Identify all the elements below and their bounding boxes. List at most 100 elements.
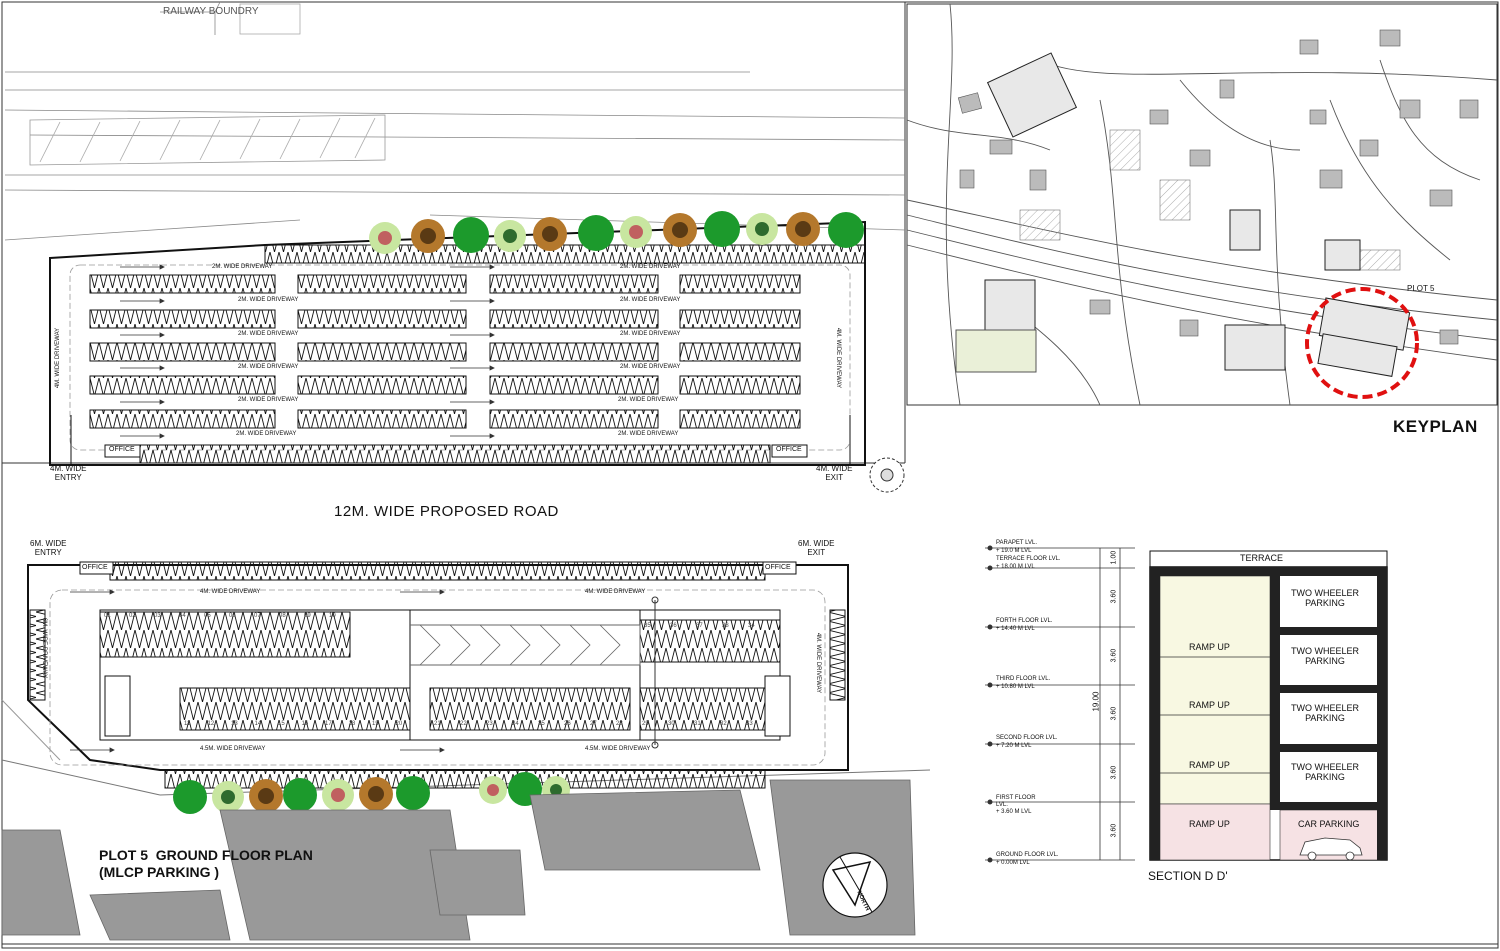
keyplan-title: KEYPLAN [1393,417,1478,436]
bay-number: 25 [538,721,545,727]
bottom-building-outline [1,564,931,796]
bay-number: 06 [229,613,236,619]
level-value: + 10.80 M LVL [996,684,1035,690]
driveway-label: 2M. WIDE DRIVEWAY [238,331,299,337]
vertical-driveway-label: 4M. WIDE DRIVEWAY [815,632,822,694]
office-label: OFFICE [82,564,108,571]
bay-number: 35 [644,623,651,629]
level-value: + 14.40 M LVL [996,626,1035,632]
terrace-label: TERRACE [1240,553,1284,563]
bay-number: 32 [720,721,727,727]
bay-number: 36 [670,623,677,629]
bay-number: 27 [590,721,597,727]
driveway-label: 4M. WIDE DRIVEWAY [585,589,646,595]
driveway-label: 2M. WIDE DRIVEWAY [620,264,681,270]
exit-label: 6M. WIDE EXIT [798,539,835,557]
total-height: 19.00 [1091,691,1101,712]
two-wheeler-label: TWO WHEELER PARKING [1291,762,1360,782]
entry-label: 6M. WIDE ENTRY [30,539,67,557]
bay-number: 34 [748,623,755,629]
bottom-trees [173,772,570,814]
floor-height: 1.00 [1110,550,1118,565]
bay-number: 04 [179,613,186,619]
bay-number: 09 [304,613,311,619]
office-label: OFFICE [109,446,135,453]
bay-number: 18 [348,721,356,727]
level-value: + 0.00M LVL [996,860,1030,866]
bay-number: 23 [486,721,493,727]
level-value: + 18.00 M LVL [996,564,1035,570]
section-title: SECTION D D' [1148,869,1228,883]
bay-number: 01 [104,613,111,619]
level-name: FIRST FLOOR LVL. [996,795,1036,808]
driveway-label: 4M. WIDE DRIVEWAY [200,589,261,595]
bay-number: 29 [642,721,649,727]
bay-number: 13 [231,721,238,727]
office-label: OFFICE [776,446,802,453]
bay-number: 14 [254,721,262,727]
bay-number: 08 [279,613,286,619]
bay-number: 11 [184,721,191,727]
bay-numbers: 35 36 37 38 34 [644,623,774,631]
exit-label: 4M. WIDE EXIT [816,464,853,482]
two-wheeler-label: TWO WHEELER PARKING [1291,703,1360,723]
driveway-label: 4.5M. WIDE DRIVEWAY [585,746,651,752]
bay-number: 02 [129,613,136,619]
bay-number: 07 [254,613,261,619]
railway-hatch [39,117,376,163]
bay-number: 38 [722,623,729,629]
level-value: + 7.20 M LVL [996,743,1032,749]
bay-number: 10 [329,613,336,619]
driveway-label: 2M. WIDE DRIVEWAY [238,364,299,370]
bay-number: 17 [325,721,332,727]
keyplan-map [906,3,1498,406]
office-label: OFFICE [765,564,791,571]
bay-number: 15 [278,721,285,727]
plot-label: PLOT 5 [1407,284,1435,293]
north-arrow [822,852,888,918]
driveway-label: 2M. WIDE DRIVEWAY [618,431,679,437]
bay-number: 16 [301,721,309,727]
vertical-driveway-label: 6M. WIDE DRIVEWAY [41,617,48,679]
bay-number: 12 [207,721,215,727]
bay-number: 19 [372,721,379,727]
vertical-driveway-label: 4M. WIDE DRIVEWAY [55,327,62,389]
level-name: PARAPET LVL. [996,540,1038,546]
bay-number: 21 [434,721,441,727]
level-value: + 19.0 M LVL [996,548,1032,554]
level-name: GROUND FLOOR LVL. [996,852,1059,858]
bay-number: 20 [395,721,403,727]
bay-number: 31 [694,721,701,727]
ground-floor-plan-title: PLOT 5 GROUND FLOOR PLAN (MLCP PARKING ) [99,847,313,880]
level-name: TERRACE FLOOR LVL. [996,556,1061,562]
two-wheeler-label: TWO WHEELER PARKING [1291,646,1360,666]
driveway-label: 2M. WIDE DRIVEWAY [236,431,297,437]
top-parking-rows [89,244,866,464]
ramp-label: RAMP UP [1189,700,1230,710]
driveway-label: 2M. WIDE DRIVEWAY [212,264,273,270]
two-wheeler-label: TWO WHEELER PARKING [1291,588,1360,608]
bay-number: 03 [154,613,161,619]
bay-number: 22 [460,721,467,727]
driveway-label: 2M. WIDE DRIVEWAY [238,397,299,403]
bay-number: 33 [746,721,753,727]
top-driveway-arrows [120,264,495,439]
level-value: + 3.60 M LVL [996,809,1032,815]
bay-number: 28 [616,721,623,727]
floor-height: 3.60 [1110,706,1118,721]
floor-height: 3.60 [1110,589,1118,604]
bay-number: 30 [668,721,675,727]
bay-number: 26 [564,721,571,727]
driveway-label: 2M. WIDE DRIVEWAY [238,297,299,303]
entry-label: 4M. WIDE ENTRY [50,464,87,482]
top-trees [369,211,905,493]
driveway-label: 2M. WIDE DRIVEWAY [618,397,679,403]
level-name: THIRD FLOOR LVL. [996,676,1051,682]
ramp-label: RAMP UP [1189,760,1230,770]
bay-number: 37 [696,623,703,629]
driveway-label: 4.5M. WIDE DRIVEWAY [200,746,266,752]
railway-lines [4,1,906,241]
bay-number: 05 [204,613,211,619]
driveway-label: 2M. WIDE DRIVEWAY [620,364,681,370]
